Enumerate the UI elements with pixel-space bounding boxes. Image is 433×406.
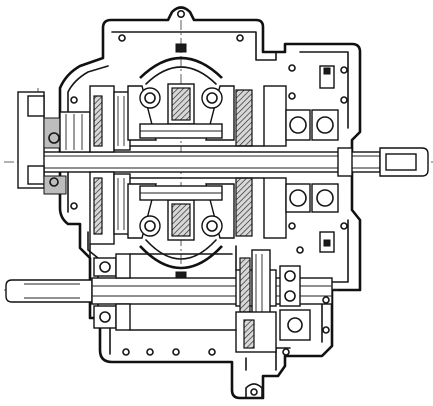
upper-bevel-gear-set [127,43,253,147]
top-mounting-lug [177,10,186,19]
right-lower-bearing-block [263,177,339,253]
lower-bevel-gear-set [127,177,253,281]
lower-left-bearing-set [93,253,131,331]
housing-bolt-holes [70,34,348,356]
upper-main-shaft [39,147,429,177]
right-upper-bearing-block [263,65,353,177]
bottom-mounting-lug [245,383,263,399]
left-clutch-assembly [89,85,131,245]
input-end-cover [17,91,91,195]
lower-gear-cluster [235,249,311,353]
housing-internal-webs [89,145,265,331]
